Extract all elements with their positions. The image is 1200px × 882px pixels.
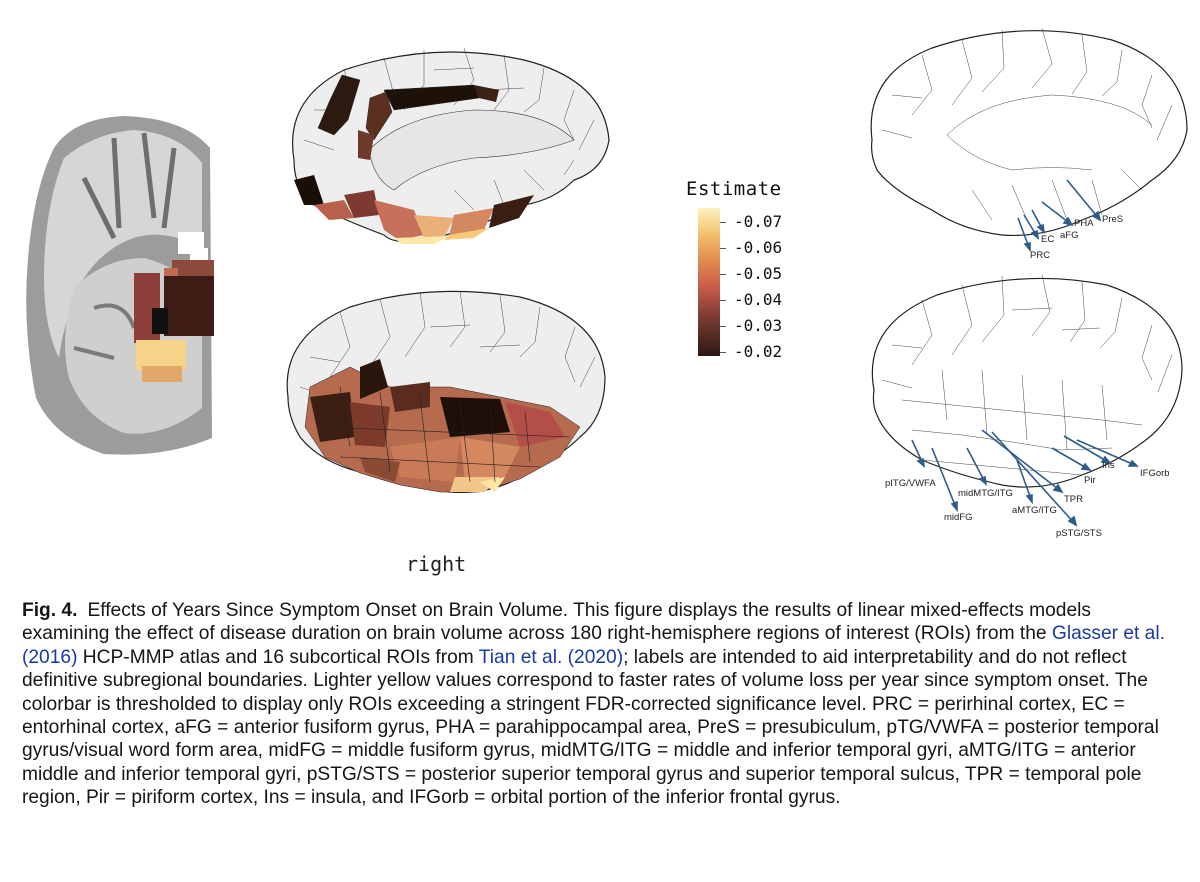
tick-label: -0.02 xyxy=(734,342,783,361)
tick-mark xyxy=(720,248,726,249)
label-ifgorb: IFGorb xyxy=(1140,468,1170,479)
caption-text: HCP-MMP atlas and 16 subcortical ROIs fr… xyxy=(77,646,479,668)
label-pha: PHA xyxy=(1074,218,1094,229)
label-amtg-itg: aMTG/ITG xyxy=(1012,505,1057,516)
tick-mark xyxy=(720,352,726,353)
label-afg: aFG xyxy=(1060,230,1078,241)
tick-label: -0.04 xyxy=(734,290,783,309)
legend-title: Estimate xyxy=(686,178,782,200)
tick-label: -0.03 xyxy=(734,316,783,335)
caption-text: ; labels are intended to aid interpretab… xyxy=(22,646,1159,809)
tick-mark xyxy=(720,222,726,223)
lateral-surface-colored xyxy=(286,290,606,494)
tick-mark xyxy=(720,326,726,327)
citation-link[interactable]: Glasser et al. (2016) xyxy=(22,623,1165,668)
lateral-arrows xyxy=(911,429,1139,527)
lateral-surface-annotated: Ins IFGorb Pir pITG/VWFA midMTG/ITG TPR … xyxy=(852,270,1192,539)
medial-surface-colored xyxy=(292,47,610,244)
label-ins: Ins xyxy=(1102,460,1115,471)
tick-label: -0.05 xyxy=(734,264,783,283)
colorbar xyxy=(698,208,720,356)
tick-mark xyxy=(720,274,726,275)
medial-arrows xyxy=(1017,179,1102,253)
label-ec: EC xyxy=(1041,234,1054,245)
label-midmtg-itg: midMTG/ITG xyxy=(958,488,1013,499)
hemisphere-label: right xyxy=(406,552,467,576)
tick-label: -0.07 xyxy=(734,212,783,231)
citation-link[interactable]: Tian et al. (2020) xyxy=(478,646,624,668)
coronal-mri-slice xyxy=(26,116,214,455)
caption-text: Effects of Years Since Symptom Onset on … xyxy=(22,600,1092,645)
tick-label: -0.06 xyxy=(734,238,783,257)
medial-surface-annotated: PreS PHA EC aFG PRC xyxy=(852,20,1192,270)
colorbar-legend: Estimate -0.07 -0.06 -0.05 -0.04 -0.03 -… xyxy=(686,178,826,361)
label-prc: PRC xyxy=(1030,250,1050,261)
figure-label: Fig. 4. xyxy=(22,600,78,621)
label-midfg: midFG xyxy=(944,512,973,523)
label-pstg-sts: pSTG/STS xyxy=(1056,528,1102,539)
figure-4: right Estimate -0.07 -0.06 -0.05 -0.04 -… xyxy=(26,20,1192,576)
label-tpr: TPR xyxy=(1064,494,1083,505)
tick-mark xyxy=(720,300,726,301)
label-pres: PreS xyxy=(1102,214,1123,225)
label-pitg-vwfa: pITG/VWFA xyxy=(885,478,936,489)
label-pir: Pir xyxy=(1084,475,1096,486)
figure-caption: Fig. 4.Effects of Years Since Symptom On… xyxy=(22,599,1182,810)
